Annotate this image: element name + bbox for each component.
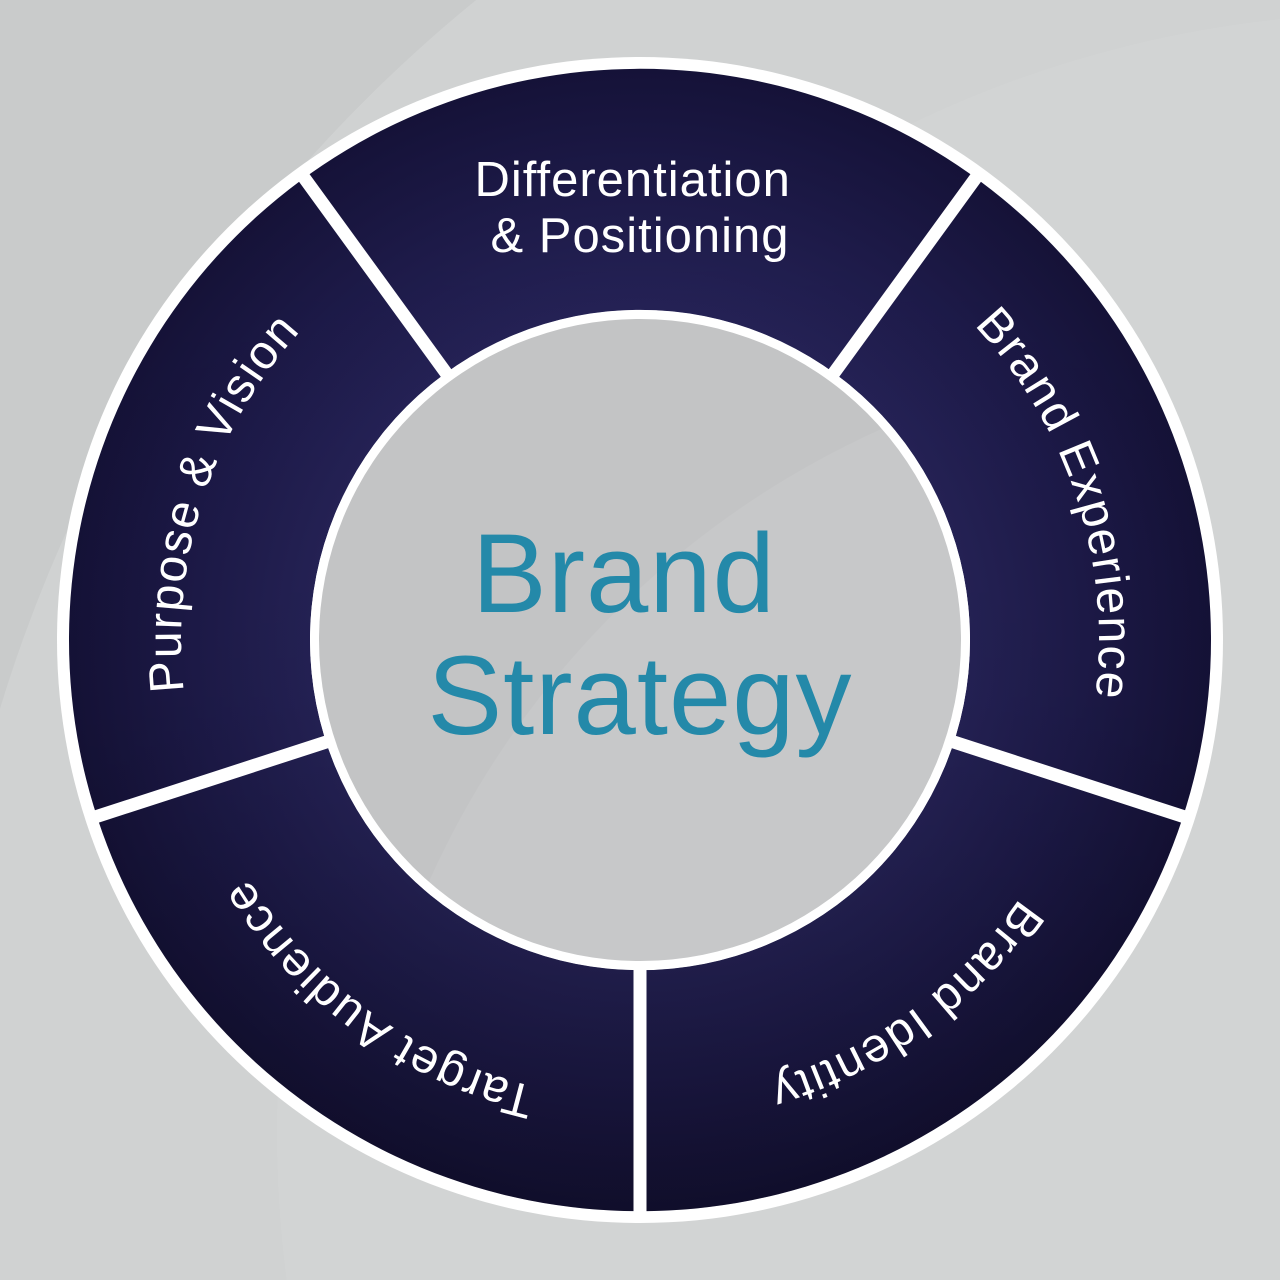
wheel-ring-shade: [68, 68, 1212, 1212]
segment-divider: [821, 166, 987, 387]
segment-label-line: & Positioning: [490, 209, 789, 263]
center-circle: [319, 319, 961, 961]
segment-divider: [86, 732, 340, 826]
segment-divider: [940, 732, 1194, 826]
center-title-line1: Brand: [472, 511, 776, 636]
wheel: Differentiation & Positioning Brand Expe…: [57, 57, 1223, 1223]
center-circle-highlight: [350, 350, 961, 961]
segment-divider: [293, 166, 459, 387]
center-title: Brand Strategy: [427, 511, 852, 758]
center-title-line2: Strategy: [427, 633, 852, 758]
segment-label-line: Differentiation: [474, 153, 790, 207]
segment-label-differentiation-positioning: Differentiation & Positioning: [474, 153, 805, 263]
segment-dividers: [86, 166, 1194, 1220]
